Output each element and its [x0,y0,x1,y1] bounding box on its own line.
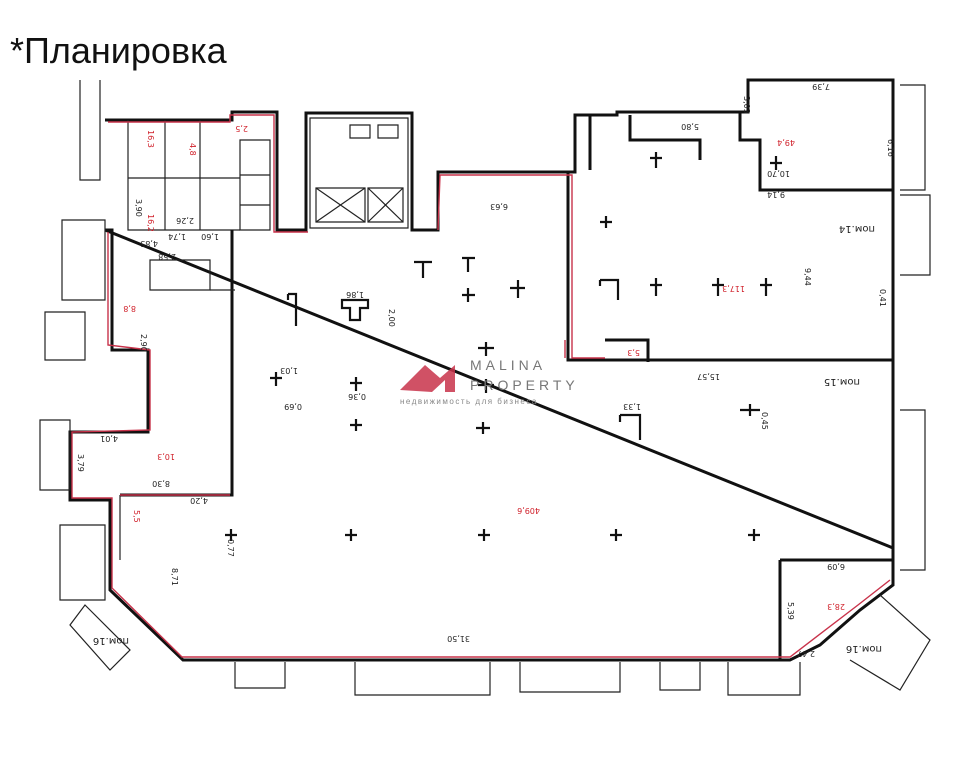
room-label-pom14: пом.14 [839,223,875,234]
area-label: 117,3 [722,284,745,293]
room-label-pom16-right: пом.16 [846,643,882,654]
area-label: 8,8 [123,304,136,313]
dimension-label: 4,01 [100,434,118,443]
area-label: 16,3 [146,130,155,148]
area-label: 10,3 [157,452,175,461]
dimension-label: 2,47 [797,649,815,658]
dimension-label: 9,44 [803,268,812,286]
watermark: MALINA PROPERTY недвижимость для бизнеса [400,357,579,406]
dimension-label: 10,70 [767,169,790,178]
dimension-label: 6,63 [490,202,508,211]
dimension-label: 5,39 [786,602,795,620]
dimension-label: 15,57 [697,372,720,381]
dimension-label: 9,14 [767,190,785,199]
dimension-label: 0,77 [226,539,235,557]
dimension-label: 2,00 [387,309,396,327]
area-label: 5,3 [627,348,640,357]
dimension-label: 0,69 [284,402,302,411]
columns [225,152,782,541]
dimension-label: 1,60 [201,232,219,241]
dimension-label: 0,45 [760,412,769,430]
area-label: 16,2 [146,214,155,232]
watermark-line3: недвижимость для бизнеса [400,397,538,406]
area-label: 5,5 [132,510,141,523]
dimension-label: 3,90 [134,199,143,217]
dimension-label: 1,03 [280,366,298,375]
area-label: 28,3 [827,602,845,611]
dimension-label: 2,26 [176,216,194,225]
room-label-pom16-left: пом.16 [93,635,129,646]
dimension-label: 2,58 [158,252,176,261]
dimension-label: 2,90 [139,334,148,352]
dimension-label: 1,86 [346,290,364,299]
area-label: 2,5 [235,124,248,133]
dimension-labels: 31,50 15,57 9,44 8,71 8,30 4,20 4,01 3,7… [76,82,895,658]
area-label: 49,4 [777,138,795,147]
exterior-walls [39,78,931,696]
room-labels: пом.14 пом.15 пом.16 пом.16 [93,223,882,654]
dimension-label: 6,16 [886,139,895,157]
dimension-label: 0,36 [348,392,366,401]
dimension-label: 4,85 [140,239,158,248]
watermark-line2: PROPERTY [470,377,579,393]
dimension-label: 4,20 [190,496,208,505]
dimension-label: 0,41 [878,289,887,307]
dimension-label: 3,79 [76,454,85,472]
area-label: 409,6 [517,506,540,515]
dimension-label: 7,39 [812,82,830,91]
dimension-label: 3,03 [742,96,751,114]
room-boundaries [71,114,891,658]
dimension-label: 5,80 [681,122,699,131]
dimension-label: 8,71 [170,568,179,586]
watermark-line1: MALINA [470,357,546,373]
dimension-label: 31,50 [447,634,470,643]
dimension-label: 6,09 [827,562,845,571]
dimension-label: 8,30 [152,479,170,488]
area-label: 4,8 [188,143,197,156]
page-title: *Планировка [10,30,227,71]
area-labels: 409,6 117,3 49,4 10,3 16,2 16,3 5,5 28,3… [123,124,845,611]
dimension-label: 1,74 [168,232,186,241]
dimension-label: 1,33 [623,402,641,411]
room-label-pom15: пом.15 [824,376,860,387]
